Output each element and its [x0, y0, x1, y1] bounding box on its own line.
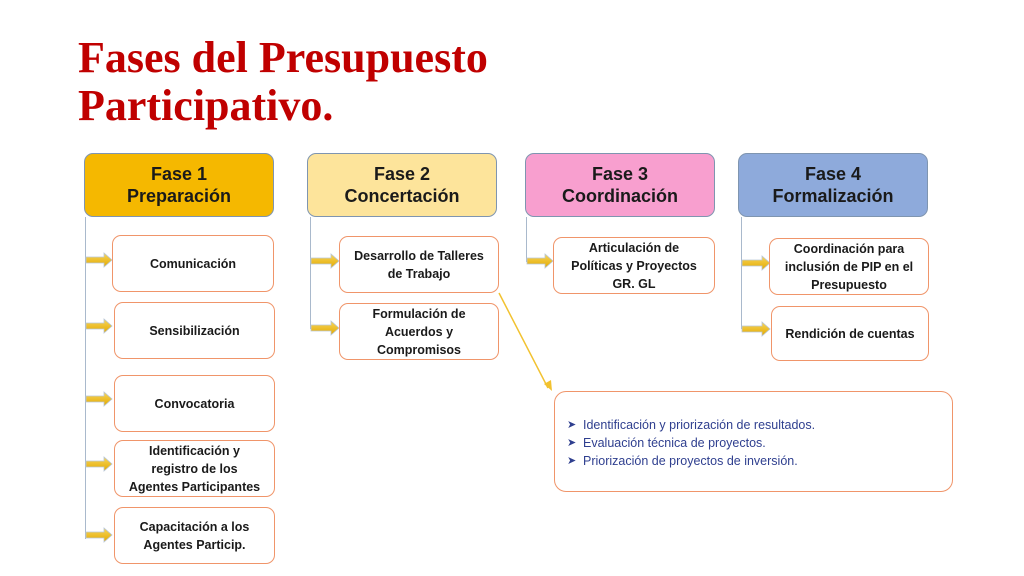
phase-3-connector — [526, 217, 527, 262]
fase1-item-sensibilizacion: Sensibilización — [114, 302, 275, 359]
arrow-icon — [526, 253, 554, 269]
arrow-bullet-icon: ➤ — [567, 419, 577, 431]
phase-4-connector — [741, 217, 742, 329]
detail-list-item: ➤ Priorización de proyectos de inversión. — [567, 452, 952, 470]
fase2-item-talleres: Desarrollo de Talleres de Trabajo — [339, 236, 499, 293]
arrow-icon — [741, 255, 771, 271]
phase-4-name: Fase 4 — [804, 164, 862, 184]
arrow-icon — [85, 527, 113, 543]
phase-3-name: Fase 3 — [591, 164, 649, 184]
arrow-icon — [310, 253, 340, 269]
phase-1-name: Fase 1 — [150, 164, 208, 184]
fase1-arrows — [85, 252, 113, 543]
arrow-icon — [85, 252, 113, 268]
arrow-bullet-icon: ➤ — [567, 455, 577, 467]
fase4-item-rendicion: Rendición de cuentas — [771, 306, 929, 361]
item-label-line: Agentes Participantes — [128, 479, 261, 494]
fase4-item-coordinacion: Coordinación para inclusión de PIP en el… — [769, 238, 929, 295]
item-label: Comunicación — [149, 256, 237, 271]
slide-title: Fases del Presupuesto Participativo. — [78, 34, 678, 130]
item-label: Convocatoria — [154, 396, 235, 411]
detail-text: Priorización de proyectos de inversión. — [583, 454, 798, 468]
arrow-icon — [741, 321, 771, 337]
item-label-line: Capacitación a los — [139, 519, 250, 534]
talleres-detail-pointer — [498, 292, 552, 391]
phase-2-label: Concertación — [344, 186, 460, 206]
item-label-line: Articulación de — [588, 240, 680, 255]
phase-2-name: Fase 2 — [373, 164, 431, 184]
fase1-item-convocatoria: Convocatoria — [114, 375, 275, 432]
item-label: Sensibilización — [149, 323, 240, 338]
item-label-line: Compromisos — [376, 342, 462, 357]
fase1-item-comunicacion: Comunicación — [112, 235, 274, 292]
detail-list-item: ➤ Evaluación técnica de proyectos. — [567, 434, 952, 452]
item-label-line: Formulación de — [372, 306, 466, 321]
talleres-detail-list: ➤ Identificación y priorización de result… — [567, 416, 952, 470]
fase4-arrows — [741, 255, 771, 337]
arrow-icon — [85, 391, 113, 407]
fase2-item-acuerdos: Formulación de Acuerdos y Compromisos — [339, 303, 499, 360]
item-label-line: registro de los — [151, 461, 238, 476]
item-label-line: Coordinación para — [793, 241, 905, 256]
item-label-line: Desarrollo de Talleres — [354, 248, 484, 263]
item-label-line: Agentes Particip. — [143, 537, 246, 552]
item-label-line: Acuerdos y — [384, 324, 454, 339]
arrow-bullet-icon: ➤ — [567, 437, 577, 449]
arrow-icon — [85, 318, 113, 334]
fase3-item-articulacion: Articulación de Políticas y Proyectos GR… — [553, 237, 715, 294]
item-label-line: inclusión de PIP en el — [784, 259, 914, 274]
phase-3-label: Coordinación — [562, 186, 678, 206]
talleres-detail-box: ➤ Identificación y priorización de result… — [554, 391, 953, 492]
fase1-item-capacitacion: Capacitación a los Agentes Particip. — [114, 507, 275, 564]
arrow-icon — [85, 456, 113, 472]
detail-text: Identificación y priorización de resulta… — [583, 418, 816, 432]
fase2-arrows — [310, 253, 340, 336]
item-label: Rendición de cuentas — [785, 326, 915, 341]
item-label-line: GR. GL — [612, 276, 656, 291]
phase-2-connector — [310, 217, 311, 329]
item-label-line: Políticas y Proyectos — [571, 258, 697, 273]
fase3-arrows — [526, 253, 554, 269]
item-label-line: Presupuesto — [811, 277, 887, 292]
arrow-icon — [310, 320, 340, 336]
phase-1-connector — [85, 217, 86, 539]
detail-list-item: ➤ Identificación y priorización de result… — [567, 416, 952, 434]
title-line-2: Participativo. — [78, 81, 334, 130]
fase1-item-identificacion: Identificación y registro de los Agentes… — [114, 440, 275, 497]
detail-text: Evaluación técnica de proyectos. — [583, 436, 766, 450]
phase-1-label: Preparación — [126, 186, 232, 206]
title-line-1: Fases del Presupuesto — [78, 33, 488, 82]
item-label-line: de Trabajo — [387, 266, 451, 281]
item-label-line: Identificación y — [148, 443, 240, 458]
phase-4-label: Formalización — [772, 186, 894, 206]
